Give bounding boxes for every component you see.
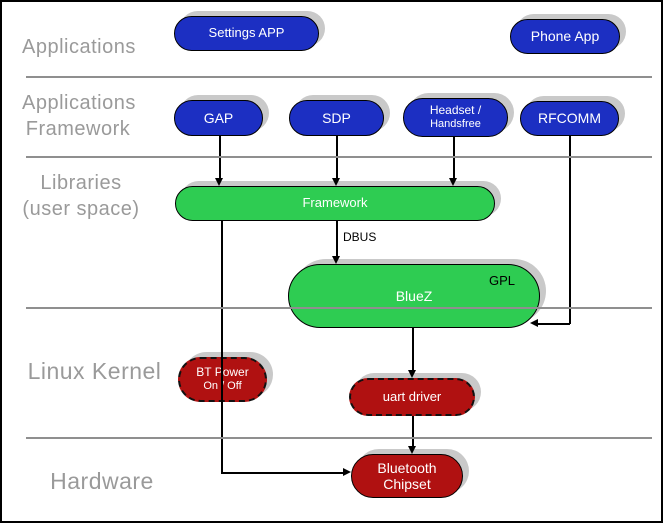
edge-framework-to-chipset-vertical: [221, 221, 223, 474]
layer-label-line: (user space): [22, 198, 140, 220]
edge-headset-to-framework: [453, 137, 455, 179]
layer-label-line: Libraries: [40, 172, 122, 194]
node-bluetooth-chipset: Bluetooth Chipset: [351, 454, 463, 498]
edge-framework-to-bluez: [336, 221, 338, 257]
layer-label-line: Framework: [25, 118, 131, 140]
arrowhead-icon: [449, 178, 457, 186]
layer-label-linux-kernel: Linux Kernel: [27, 358, 162, 384]
edge-rfcomm-to-bluez-horizontal: [538, 323, 570, 325]
node-framework: Framework: [175, 186, 495, 221]
layer-label-hardware: Hardware: [50, 468, 154, 494]
node-rfcomm: RFCOMM: [520, 101, 619, 136]
layer-divider: [26, 437, 652, 439]
edge-rfcomm-to-bluez-vertical: [569, 136, 571, 324]
arrowhead-icon: [408, 370, 416, 378]
layer-divider: [26, 76, 652, 78]
gpl-license-tag: GPL: [488, 273, 515, 288]
edge-uart-to-chipset: [412, 416, 414, 447]
edge-bluez-to-uart: [412, 328, 414, 371]
arrowhead-icon: [408, 446, 416, 454]
node-label-line: BlueZ: [395, 287, 433, 304]
node-headset-handsfree: Headset / Handsfree: [403, 98, 508, 137]
node-label-line: Handsfree: [430, 118, 481, 131]
node-uart-driver: uart driver: [349, 378, 475, 416]
node-label-line: Bluetooth: [377, 459, 437, 476]
arrowhead-icon: [530, 319, 538, 327]
layer-label-libraries: Libraries (user space): [16, 170, 146, 222]
edge-label-dbus: DBUS: [343, 230, 377, 244]
node-label-line: Headset /: [429, 103, 482, 118]
arrowhead-icon: [332, 256, 340, 264]
arrowhead-icon: [332, 178, 340, 186]
layer-divider: [26, 307, 652, 309]
node-settings-app: Settings APP: [174, 16, 319, 51]
node-sdp: SDP: [289, 100, 384, 136]
node-bluez: GPL BlueZ: [288, 264, 540, 328]
node-label-line: BT Power: [196, 365, 249, 380]
layer-divider: [26, 156, 652, 158]
layer-label-applications: Applications: [22, 36, 136, 58]
node-gap: GAP: [174, 100, 263, 136]
edge-framework-to-chipset-horizontal: [221, 472, 343, 474]
node-phone-app: Phone App: [510, 19, 620, 54]
layer-label-applications-framework: Applications Framework: [22, 90, 136, 142]
layer-label-line: Applications: [22, 92, 136, 114]
arrowhead-icon: [215, 178, 223, 186]
node-label-line: On / Off: [203, 380, 242, 393]
node-bt-power-onoff: BT Power On / Off: [178, 357, 267, 402]
arrowhead-icon: [343, 468, 351, 476]
node-label-line: Chipset: [383, 476, 431, 492]
